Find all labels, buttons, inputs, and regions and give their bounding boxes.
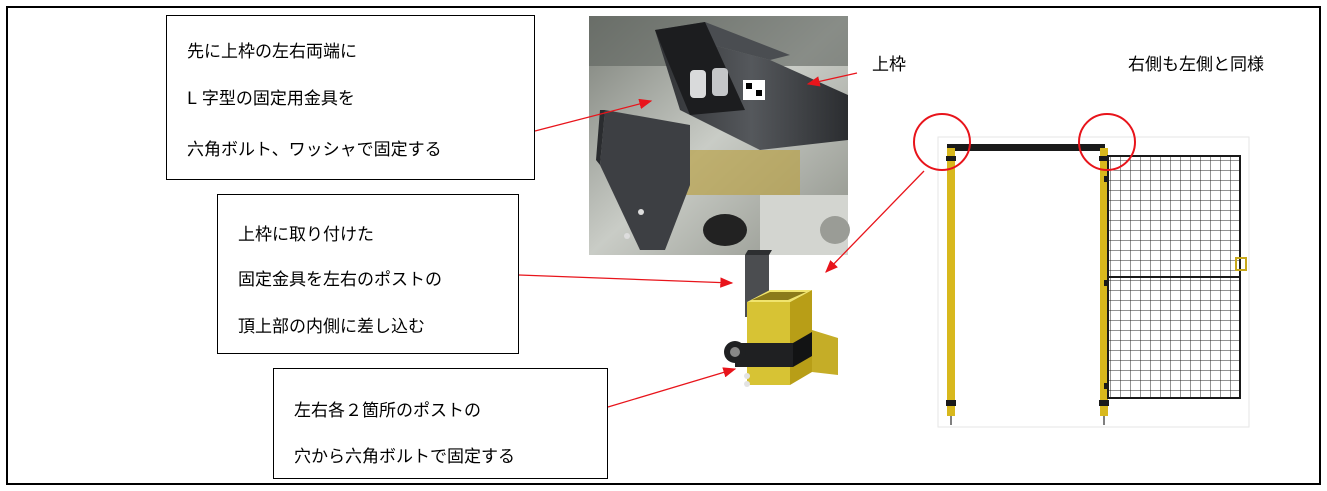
note-upper-bracket-line2: L 字型の固定用金具を [187,89,355,109]
note-insert-line1: 上枠に取り付けた [238,225,374,245]
note-bolt: 左右各２箇所のポストの 穴から六角ボルトで固定する [273,368,608,479]
note-upper-bracket: 先に上枠の左右両端に L 字型の固定用金具を 六角ボルト、ワッシャで固定する [166,15,535,180]
note-upper-bracket-line3: 六角ボルト、ワッシャで固定する [187,140,442,160]
note-bolt-line1: 左右各２箇所のポストの [294,401,481,421]
note-insert-line2: 固定金具を左右のポストの [238,270,442,290]
note-bolt-line2: 穴から六角ボルトで固定する [294,447,515,467]
note-upper-bracket-line1: 先に上枠の左右両端に [187,42,357,62]
label-top-frame: 上枠 [872,55,906,75]
note-insert: 上枠に取り付けた 固定金具を左右のポストの 頂上部の内側に差し込む [217,194,519,354]
note-insert-line3: 頂上部の内側に差し込む [238,317,425,337]
label-right-same: 右側も左側と同様 [1128,55,1264,75]
